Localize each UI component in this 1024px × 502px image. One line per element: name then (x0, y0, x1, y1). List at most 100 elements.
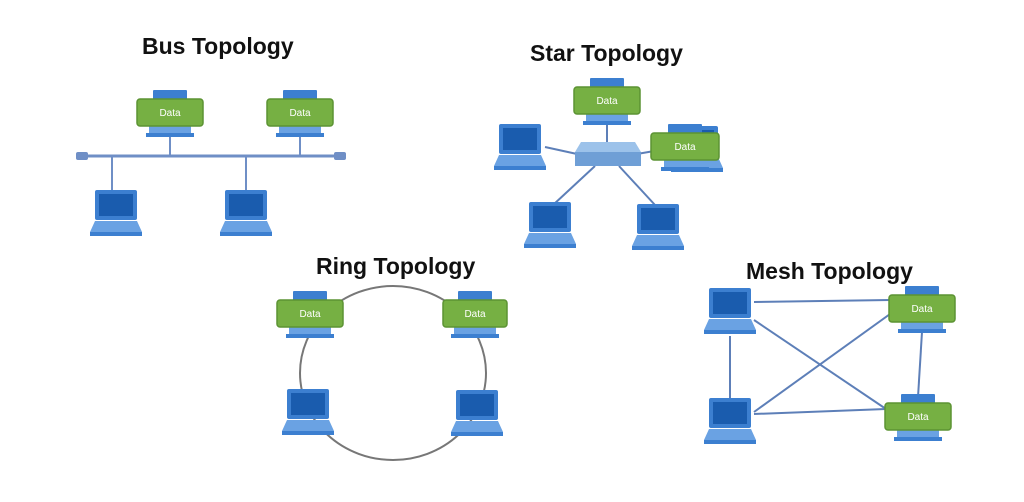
monitor-top (905, 286, 939, 296)
ring-data-computer-left: Data (276, 291, 344, 338)
laptop-base (494, 166, 546, 170)
data-box (442, 299, 508, 328)
data-label: Data (299, 309, 321, 320)
hub-top (575, 142, 641, 152)
data-label: Data (159, 108, 181, 119)
laptop-base (632, 246, 684, 250)
computer-keyboard (897, 430, 939, 438)
laptop-keyboard (704, 429, 756, 440)
data-label: Data (907, 412, 929, 423)
bus-laptop-2 (220, 190, 272, 236)
data-label: Data (464, 309, 486, 320)
laptop-screen (99, 194, 133, 216)
laptop-base (524, 244, 576, 248)
data-box (266, 98, 334, 127)
mesh-topology-title: Mesh Topology (746, 258, 913, 284)
star-link-bottom-right (618, 165, 656, 206)
laptop-screen (229, 194, 263, 216)
computer-base (286, 334, 334, 338)
data-box (884, 402, 952, 431)
computer-keyboard (586, 114, 628, 122)
computer-keyboard (901, 322, 943, 330)
laptop-screen (641, 208, 675, 230)
data-label: Data (289, 108, 311, 119)
monitor-top (668, 124, 702, 134)
computer-base (451, 334, 499, 338)
star-data-computer-top: Data (573, 78, 641, 125)
monitor-top (458, 291, 492, 301)
laptop-base (704, 330, 756, 334)
star-laptop-bottom-left (524, 202, 576, 248)
star-topology-title: Star Topology (530, 40, 683, 66)
laptop-keyboard (451, 421, 503, 432)
bus-data-computer-2: Data (266, 90, 334, 137)
laptop-screen (713, 292, 747, 314)
mesh-laptop-top-left (704, 288, 756, 334)
mesh-link-top (753, 299, 893, 303)
star-link-left (544, 146, 578, 155)
monitor-top (293, 291, 327, 301)
laptop-base (220, 232, 272, 236)
hub-front (575, 152, 641, 166)
star-data-computer-right: Data (650, 124, 720, 171)
computer-base (894, 437, 942, 441)
data-label: Data (911, 304, 933, 315)
data-label: Data (596, 96, 618, 107)
data-box (136, 98, 204, 127)
star-link-bottom-left (552, 165, 596, 206)
data-box (888, 294, 956, 323)
data-box (650, 132, 720, 161)
laptop-keyboard (282, 420, 334, 431)
mesh-data-computer-top-right: Data (888, 286, 956, 333)
mesh-link-right (917, 331, 923, 398)
computer-keyboard (289, 327, 331, 335)
monitor-top (283, 90, 317, 100)
mesh-laptop-bottom-left (704, 398, 756, 444)
laptop-base (451, 432, 503, 436)
monitor-top (590, 78, 624, 88)
laptop-keyboard (494, 155, 546, 166)
laptop-keyboard (704, 319, 756, 330)
computer-base (276, 133, 324, 137)
laptop-keyboard (632, 235, 684, 246)
laptop-screen (713, 402, 747, 424)
data-label: Data (674, 142, 696, 153)
mesh-data-computer-bottom-right: Data (884, 394, 952, 441)
computer-keyboard (149, 126, 191, 134)
star-laptop-left (494, 124, 546, 170)
computer-keyboard (664, 160, 706, 168)
bus-terminator-right (334, 152, 346, 160)
computer-base (898, 329, 946, 333)
bus-data-computer-1: Data (136, 90, 204, 137)
laptop-screen (503, 128, 537, 150)
computer-base (661, 167, 709, 171)
laptop-keyboard (90, 221, 142, 232)
mesh-link-diagonal-2 (753, 313, 891, 413)
laptop-keyboard (524, 233, 576, 244)
computer-base (146, 133, 194, 137)
star-laptop-bottom-right (632, 204, 684, 250)
bus-topology-title: Bus Topology (142, 33, 294, 59)
star-hub (575, 142, 641, 166)
data-box (276, 299, 344, 328)
laptop-keyboard (220, 221, 272, 232)
computer-base (583, 121, 631, 125)
ring-laptop-right (451, 390, 503, 436)
computer-keyboard (279, 126, 321, 134)
laptop-base (282, 431, 334, 435)
monitor-top (153, 90, 187, 100)
ring-laptop-left (282, 389, 334, 435)
ring-data-computer-right: Data (442, 291, 508, 338)
data-box (573, 86, 641, 115)
mesh-link-bottom (753, 408, 887, 415)
ring-topology-title: Ring Topology (316, 253, 476, 279)
bus-laptop-1 (90, 190, 142, 236)
laptop-screen (533, 206, 567, 228)
laptop-screen (460, 394, 494, 416)
ring-loop (299, 285, 487, 461)
monitor-top (901, 394, 935, 404)
bus-terminator-left (76, 152, 88, 160)
laptop-base (90, 232, 142, 236)
